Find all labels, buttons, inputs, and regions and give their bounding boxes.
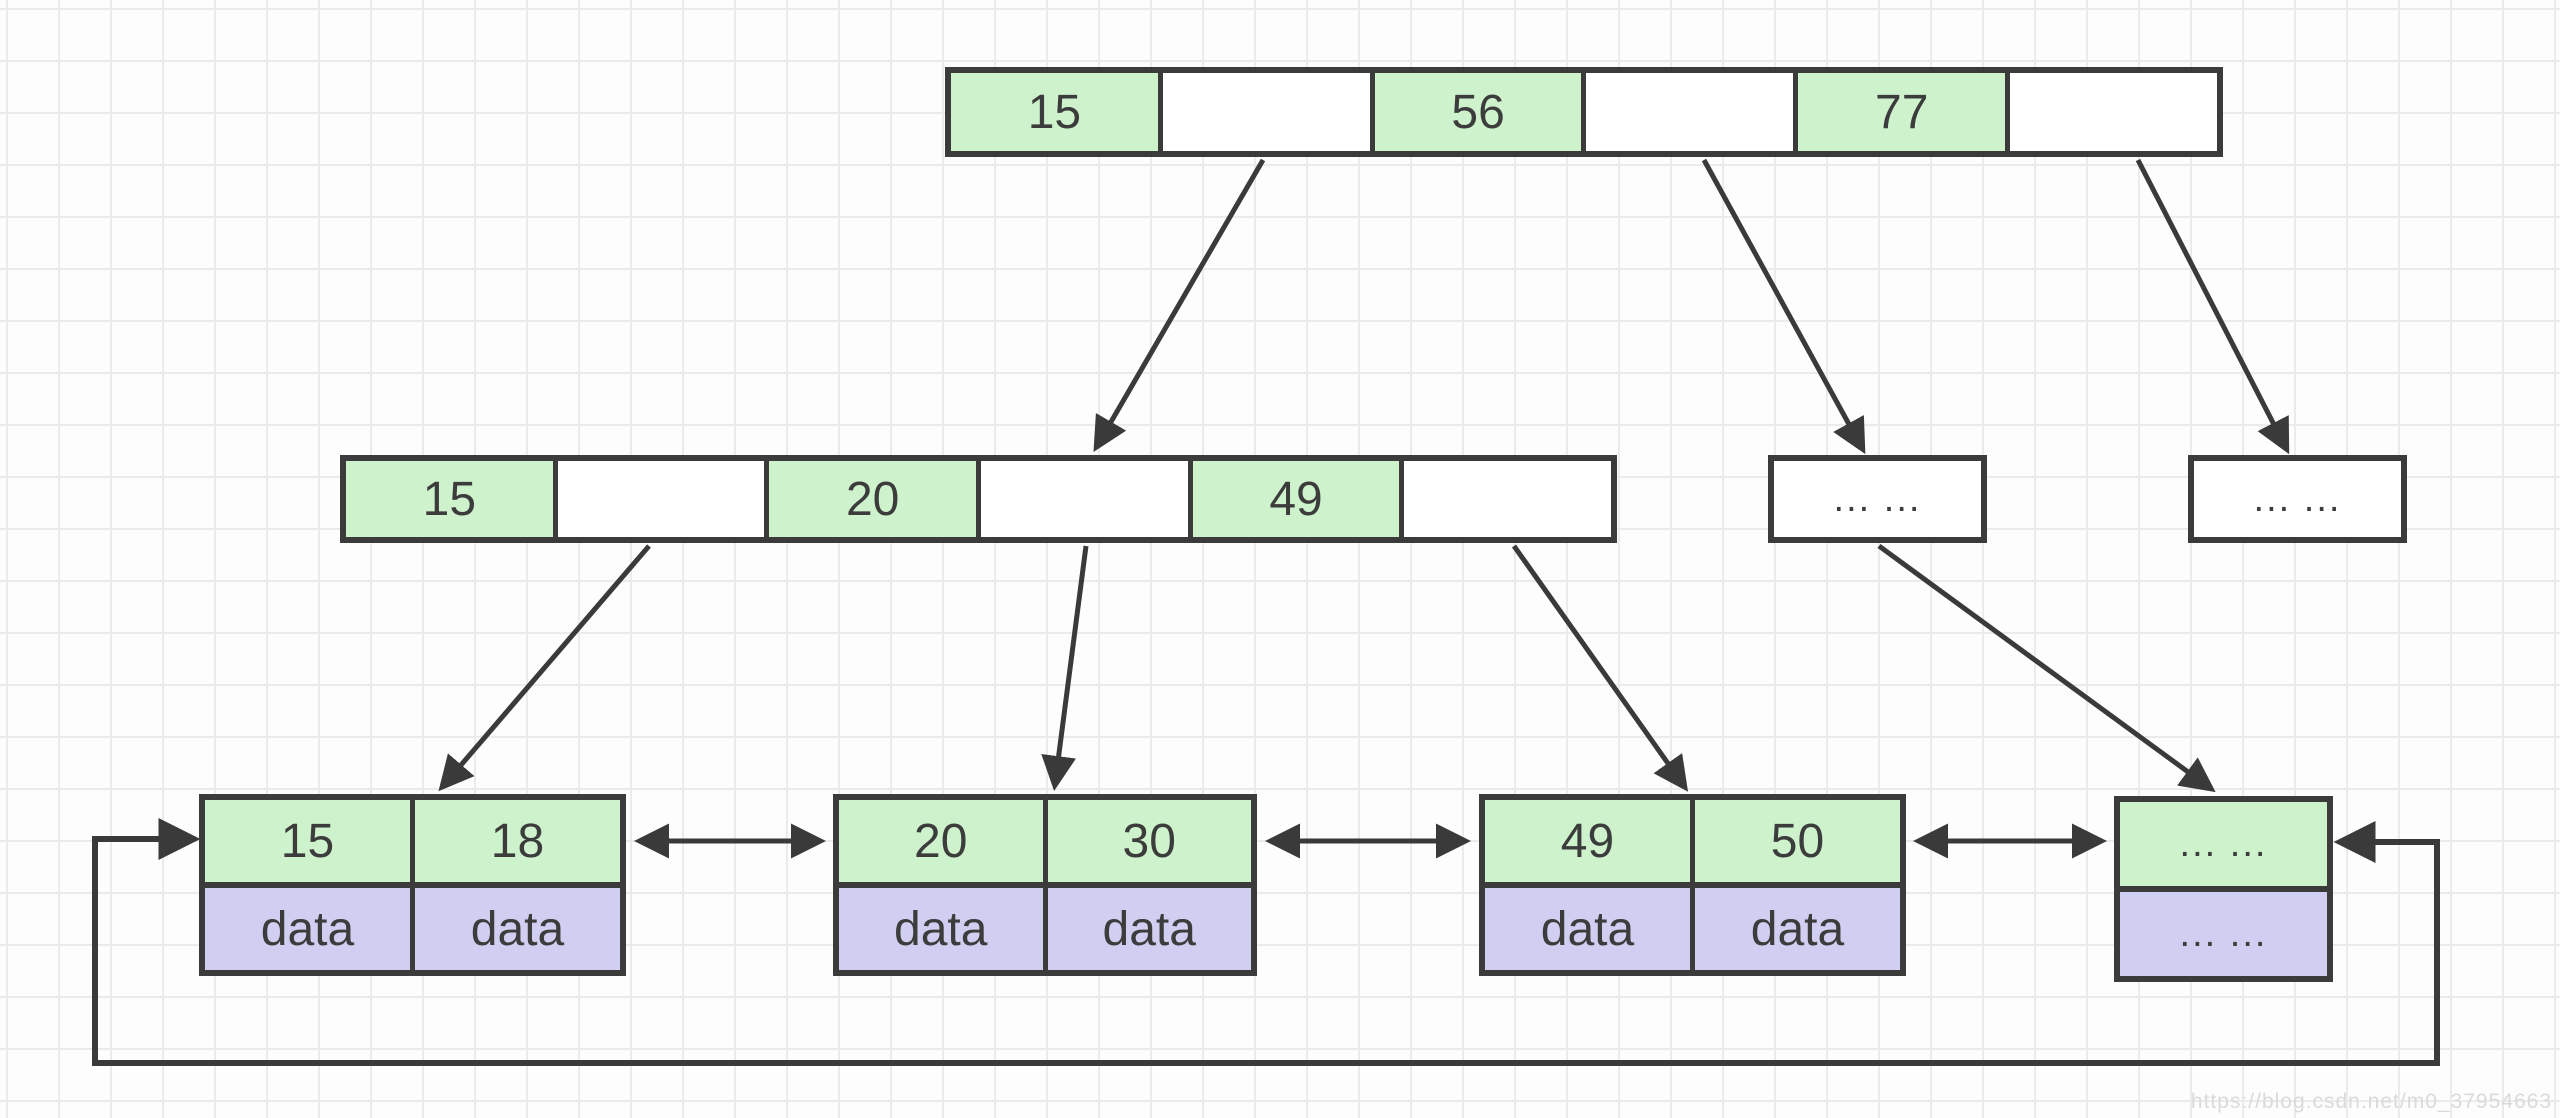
root-node: 15 56 77 — [945, 67, 2223, 157]
leaf-data-cell: data — [1690, 888, 1900, 970]
internal-node: 15 20 49 — [340, 455, 1617, 543]
leaf-data-cell: data — [1485, 888, 1690, 970]
leaf-key-row: 20 30 — [839, 800, 1251, 888]
root-pointer-cell — [1581, 73, 1793, 151]
leaf-key-row: 49 50 — [1485, 800, 1900, 888]
internal-overflow-node-1: ... ... — [1768, 455, 1987, 543]
leaf-node-2: 20 30 data data — [833, 794, 1257, 976]
leaf-key-row: ... ... — [2120, 802, 2327, 892]
leaf-data-row: data data — [1485, 888, 1900, 970]
leaf-data-cell: ... ... — [2120, 892, 2327, 976]
internal-overflow-node-2: ... ... — [2188, 455, 2407, 543]
leaf-key-cell: 50 — [1690, 800, 1900, 882]
leaf-data-cell: data — [410, 888, 620, 970]
leaf-key-row: 15 18 — [205, 800, 620, 888]
leaf-key-cell: 30 — [1042, 800, 1251, 882]
leaf-key-cell: 49 — [1485, 800, 1690, 882]
internal-key-cell: 15 — [346, 461, 553, 537]
leaf-key-cell: 20 — [839, 800, 1043, 882]
arrow-internal-to-leaf-2 — [1041, 545, 1089, 791]
watermark-url: https://blog.csdn.net/m0_37954663 — [2190, 1090, 2552, 1113]
leaf-key-cell: 18 — [410, 800, 620, 882]
leaf-data-row: data data — [839, 888, 1251, 970]
leaf-key-cell: 15 — [205, 800, 410, 882]
overflow-label: ... ... — [1833, 477, 1922, 520]
root-pointer-cell — [1157, 73, 1370, 151]
internal-key-cell: 49 — [1187, 461, 1400, 537]
overflow-label: ... ... — [2253, 477, 2342, 520]
root-key-cell: 15 — [951, 73, 1158, 151]
leaf-node-1: 15 18 data data — [199, 794, 626, 976]
arrow-overflow-to-leaf-4 — [1877, 543, 2216, 793]
leaf-data-row: data data — [205, 888, 620, 970]
leaf-data-cell: data — [839, 888, 1043, 970]
arrow-root-to-overflow-2 — [2135, 158, 2290, 455]
leaf-data-cell: data — [205, 888, 410, 970]
internal-pointer-cell — [1399, 461, 1611, 537]
root-key-cell: 77 — [1793, 73, 2006, 151]
internal-key-cell: 20 — [764, 461, 977, 537]
leaf-data-cell: data — [1042, 888, 1251, 970]
arrow-internal-to-leaf-1 — [438, 544, 651, 792]
arrow-internal-to-leaf-3 — [1511, 544, 1689, 792]
root-key-cell: 56 — [1369, 73, 1582, 151]
arrow-root-to-overflow-1 — [1701, 158, 1866, 455]
leaf-key-cell: ... ... — [2120, 802, 2327, 886]
leaf-node-4: ... ... ... ... — [2114, 796, 2333, 982]
internal-pointer-cell — [552, 461, 765, 537]
root-pointer-cell — [2005, 73, 2217, 151]
arrow-root-to-internal — [1093, 158, 1266, 453]
leaf-data-row: ... ... — [2120, 892, 2327, 976]
leaf-node-3: 49 50 data data — [1479, 794, 1906, 976]
internal-pointer-cell — [976, 461, 1188, 537]
